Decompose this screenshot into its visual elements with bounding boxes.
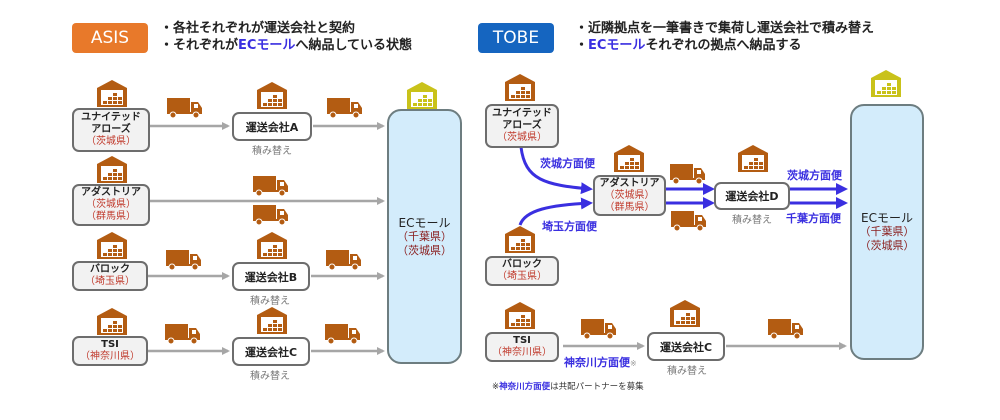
warehouse-icon (257, 307, 287, 334)
tobe-bullet-2: ・ECモールそれぞれの拠点へ納品する (575, 38, 802, 53)
asis-carrier-c: 運送会社C (232, 337, 310, 366)
warehouse-icon (614, 145, 644, 172)
asis-carrier-b-transfer: 積み替え (250, 296, 290, 307)
warehouse-icon (670, 300, 700, 327)
tobe-description: ・近隣拠点を一筆書きで集荷し運送会社で積み替え ・ECモールそれぞれの拠点へ納品… (575, 20, 874, 54)
tobe-carrier-d-transfer: 積み替え (732, 215, 772, 226)
footnote: ※神奈川方面便は共配パートナーを募集 (492, 382, 644, 392)
asis-bullet-2: ・それぞれがECモールへ納品している状態 (160, 38, 413, 53)
truck-icon (166, 250, 201, 271)
route-label-ibaraki-in: 茨城方面便 (540, 157, 595, 170)
asis-shipper-united-arrows: ユナイテッド アローズ （茨城県） (72, 108, 150, 152)
mall-warehouse-icon (871, 70, 901, 97)
tobe-bullet-1: ・近隣拠点を一筆書きで集荷し運送会社で積み替え (575, 21, 875, 36)
asis-shipper-tsi: TSI （神奈川県） (72, 336, 148, 366)
asis-shipper-adastria: アダストリア （茨城県） （群馬県） (72, 184, 150, 226)
asis-carrier-a: 運送会社A (232, 112, 312, 141)
tobe-carrier-c-transfer: 積み替え (667, 366, 707, 377)
warehouse-icon (97, 308, 127, 335)
tobe-shipper-adastria: アダストリア （茨城県） （群馬県） (593, 175, 666, 216)
route-label-ibaraki-out: 茨城方面便 (787, 169, 842, 182)
warehouse-icon (257, 232, 287, 259)
asis-carrier-c-transfer: 積み替え (250, 371, 290, 382)
asis-carrier-a-transfer: 積み替え (252, 146, 292, 157)
truck-icon (167, 98, 202, 119)
warehouse-icon (257, 82, 287, 109)
truck-icon (670, 164, 705, 185)
asis-ec-mall: ECモール （千葉県） （茨城県） (387, 109, 462, 364)
truck-icon (768, 319, 803, 340)
truck-icon (325, 324, 360, 345)
route-label-chiba-out: 千葉方面便 (786, 212, 841, 225)
asis-bullet-1: ・各社それぞれが運送会社と契約 (160, 21, 356, 36)
warehouse-icon (738, 145, 768, 172)
asis-shipper-baroque: バロック （埼玉県） (72, 261, 148, 291)
mall-warehouse-icon (407, 82, 437, 109)
route-label-kanagawa: 神奈川方面便※ (564, 356, 637, 369)
tobe-shipper-baroque: バロック （埼玉県） (485, 256, 559, 286)
warehouse-icon (97, 80, 127, 107)
route-ibaraki-in (519, 146, 593, 195)
tobe-carrier-d: 運送会社D (714, 182, 790, 210)
asis-carrier-b: 運送会社B (232, 262, 310, 291)
tobe-shipper-tsi: TSI （神奈川県） (485, 332, 559, 362)
tobe-shipper-united-arrows: ユナイテッド アローズ （茨城県） (485, 104, 559, 148)
truck-icon (165, 324, 200, 345)
asis-badge: ASIS (72, 23, 148, 53)
truck-icon (253, 205, 288, 226)
asis-description: ・各社それぞれが運送会社と契約 ・それぞれがECモールへ納品している状態 (160, 20, 412, 54)
route-label-saitama-in: 埼玉方面便 (542, 220, 597, 233)
warehouse-icon (97, 156, 127, 183)
warehouse-icon (505, 302, 535, 329)
tobe-carrier-c: 運送会社C (647, 332, 725, 361)
truck-icon (671, 211, 706, 232)
warehouse-icon (97, 232, 127, 259)
warehouse-icon (505, 226, 535, 253)
truck-icon (326, 250, 361, 271)
truck-icon (253, 176, 288, 197)
route-saitama-in (518, 197, 593, 226)
warehouse-icon (505, 74, 535, 101)
tobe-ec-mall: ECモール （千葉県） （茨城県） (850, 104, 924, 360)
truck-icon (327, 98, 362, 119)
tobe-badge: TOBE (478, 23, 554, 53)
truck-icon (581, 319, 616, 340)
